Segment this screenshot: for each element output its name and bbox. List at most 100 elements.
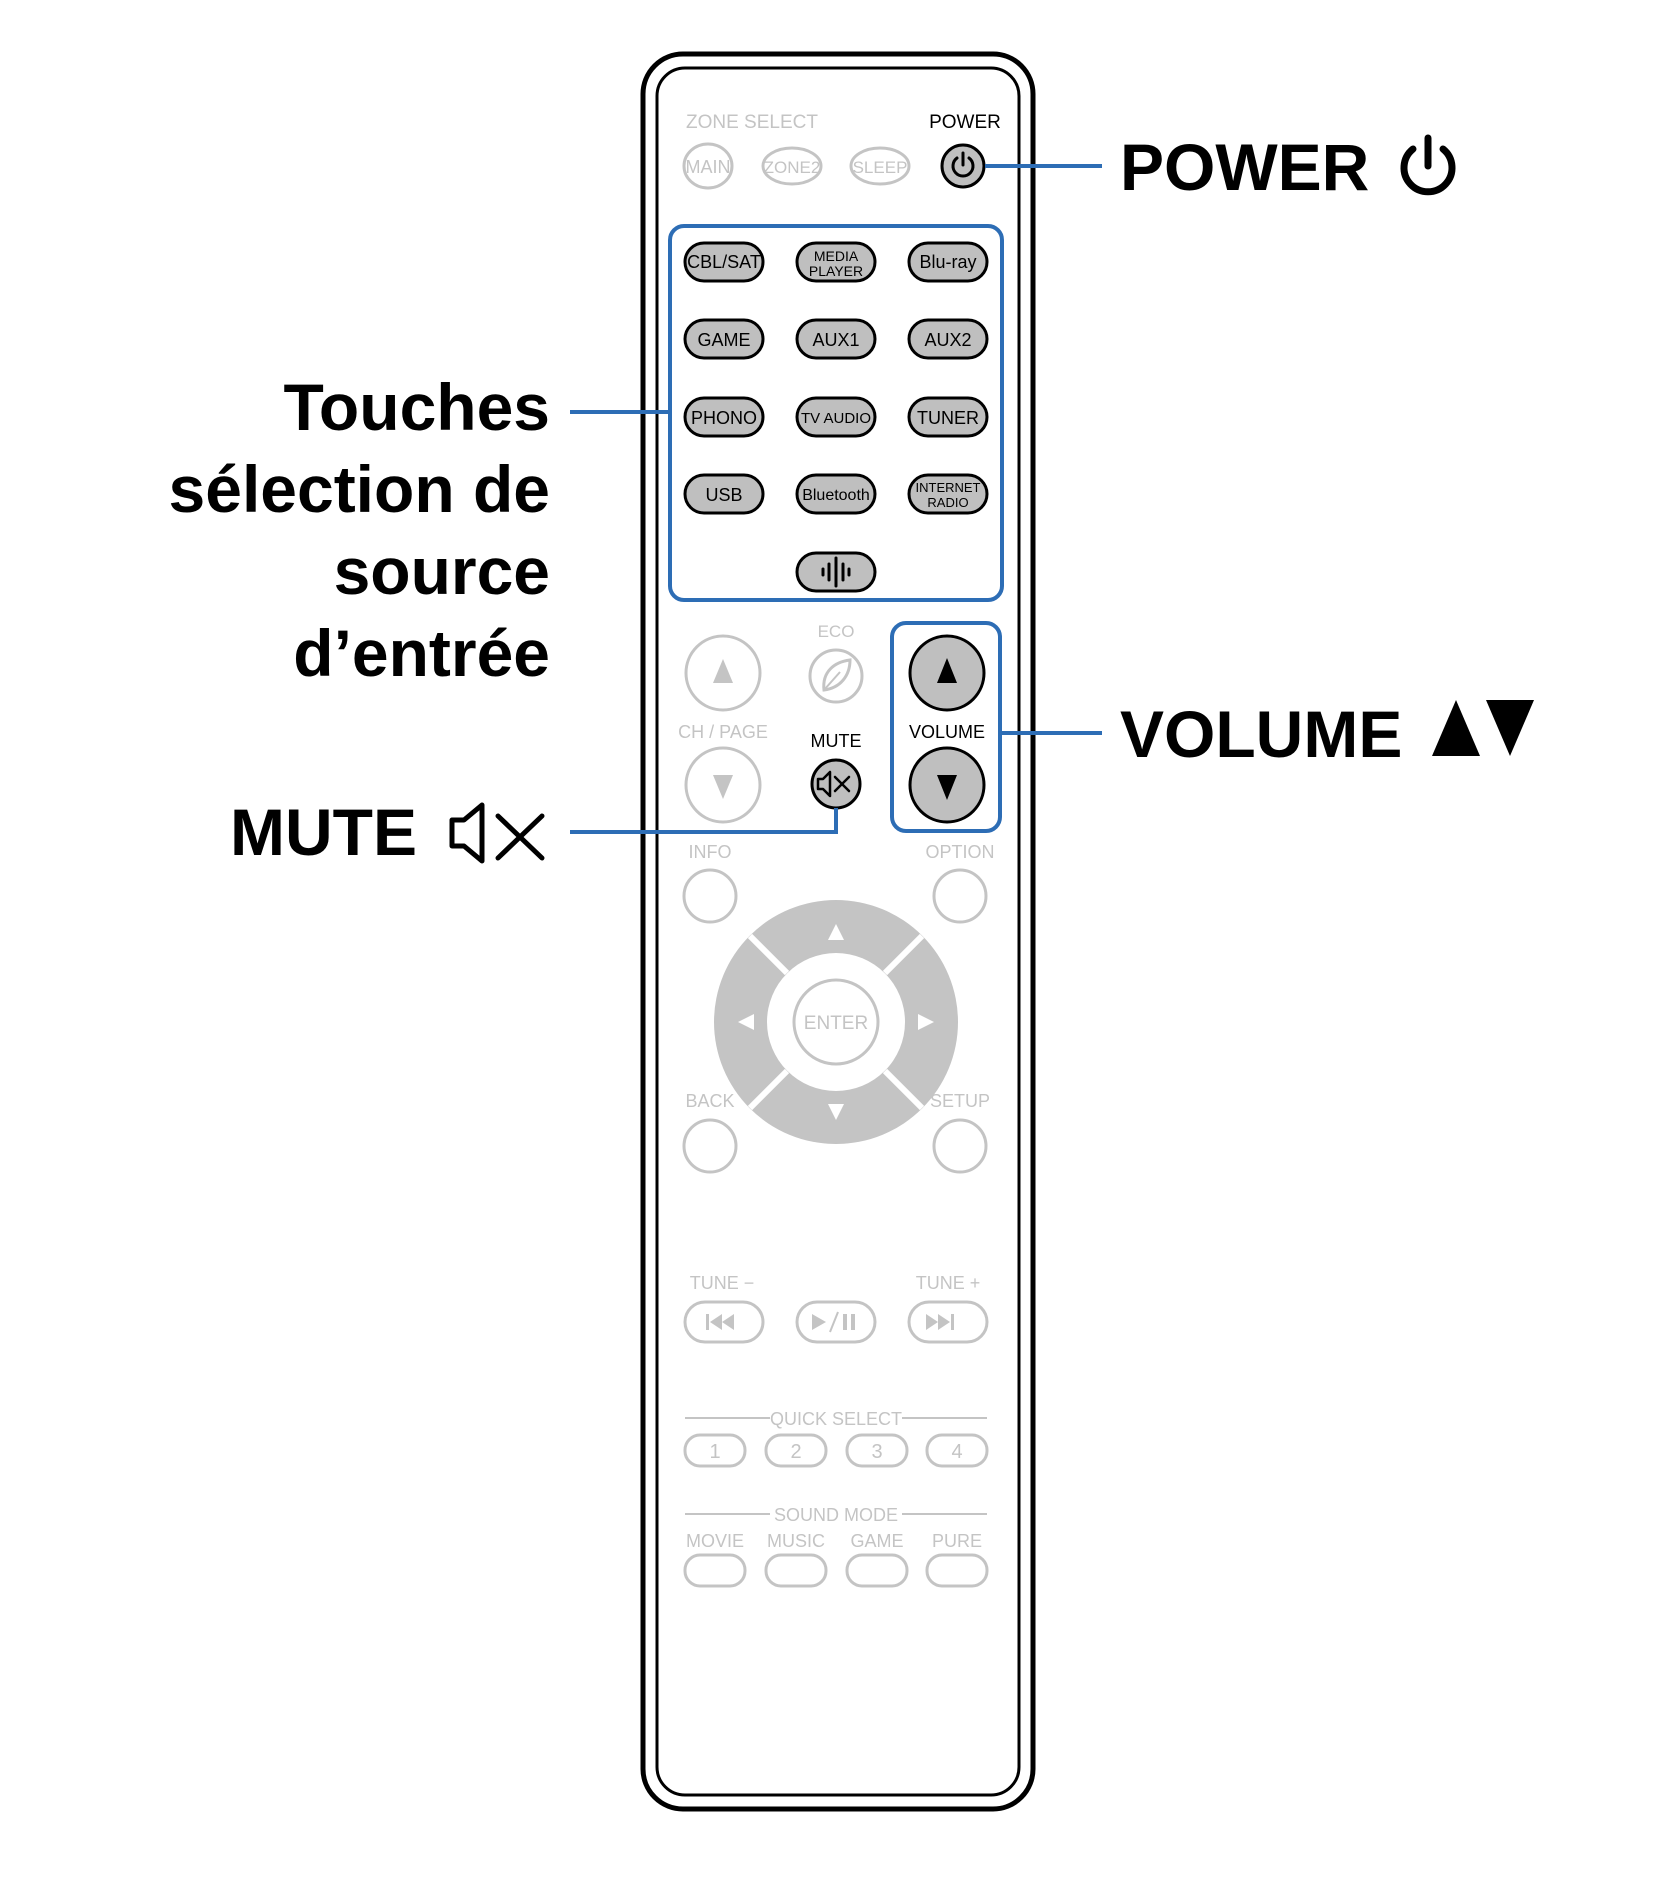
skip-forward-button[interactable] bbox=[907, 1300, 989, 1344]
phono-button[interactable]: PHONO bbox=[683, 396, 765, 438]
play-pause-button[interactable] bbox=[795, 1300, 877, 1344]
quick-select-3-label: 3 bbox=[871, 1441, 882, 1463]
power-label: POWER bbox=[929, 112, 1001, 133]
option-button[interactable] bbox=[932, 868, 988, 924]
leaf-icon bbox=[822, 658, 852, 692]
aux1-button[interactable]: AUX1 bbox=[795, 318, 877, 360]
zone2-label: ZONE2 bbox=[764, 158, 821, 177]
triangle-up-icon bbox=[713, 659, 733, 683]
movie-button[interactable] bbox=[683, 1553, 747, 1588]
movie-label: MOVIE bbox=[686, 1531, 744, 1551]
triangle-down-icon bbox=[937, 775, 957, 800]
game-mode-label: GAME bbox=[850, 1531, 903, 1551]
game-input-label: GAME bbox=[697, 330, 750, 350]
quick-select-1-label: 1 bbox=[709, 1441, 720, 1463]
skip-back-button[interactable] bbox=[683, 1300, 765, 1344]
quick-select-label: QUICK SELECT bbox=[770, 1409, 902, 1429]
bluetooth-label: Bluetooth bbox=[802, 487, 870, 504]
game-input-button[interactable]: GAME bbox=[683, 318, 765, 360]
quick-select-2-label: 2 bbox=[790, 1441, 801, 1463]
volume-down-callout-icon bbox=[1486, 700, 1534, 756]
setup-button[interactable] bbox=[932, 1118, 988, 1174]
sound-mode-label: SOUND MODE bbox=[774, 1505, 898, 1525]
sleep-label: SLEEP bbox=[853, 158, 908, 177]
dpad-left-icon[interactable] bbox=[738, 1014, 754, 1030]
input-callout-line3: source bbox=[334, 534, 550, 608]
triangle-up-icon bbox=[937, 658, 957, 683]
quick-select-3-button[interactable]: 3 bbox=[845, 1433, 909, 1468]
main-zone-button[interactable]: MAIN bbox=[682, 142, 734, 190]
aux1-label: AUX1 bbox=[812, 330, 859, 350]
quick-select-2-button[interactable]: 2 bbox=[764, 1433, 828, 1468]
volume-frame bbox=[890, 621, 1002, 833]
cbl-sat-button[interactable]: CBL/SAT bbox=[683, 241, 765, 283]
media-player-label-line2: PLAYER bbox=[809, 263, 863, 279]
volume-remote-label: VOLUME bbox=[909, 722, 985, 742]
bluetooth-button[interactable]: Bluetooth bbox=[795, 473, 877, 515]
dpad-right-icon[interactable] bbox=[918, 1014, 934, 1030]
speaker-mute-icon bbox=[816, 770, 851, 798]
skip-forward-icon bbox=[926, 1314, 954, 1330]
mute-leader-line bbox=[570, 808, 838, 834]
dpad-down-icon[interactable] bbox=[828, 1104, 844, 1120]
bluray-label: Blu-ray bbox=[919, 252, 976, 272]
skip-back-icon bbox=[706, 1314, 734, 1330]
quick-select-4-button[interactable]: 4 bbox=[925, 1433, 989, 1468]
main-zone-label: MAIN bbox=[686, 157, 731, 177]
option-label: OPTION bbox=[925, 842, 994, 862]
phono-label: PHONO bbox=[691, 408, 757, 428]
volume-up-callout-icon bbox=[1432, 700, 1480, 756]
media-player-button[interactable]: MEDIA PLAYER bbox=[795, 241, 877, 283]
tv-audio-button[interactable]: TV AUDIO bbox=[795, 396, 877, 438]
pure-label: PURE bbox=[932, 1531, 982, 1551]
power-callout-icon bbox=[1400, 134, 1456, 196]
usb-label: USB bbox=[705, 485, 742, 505]
quick-select-1-button[interactable]: 1 bbox=[683, 1433, 747, 1468]
volume-down-button[interactable] bbox=[908, 746, 986, 824]
waveform-icon bbox=[821, 556, 851, 588]
aux2-button[interactable]: AUX2 bbox=[907, 318, 989, 360]
ch-page-label: CH / PAGE bbox=[678, 722, 768, 742]
bluray-button[interactable]: Blu-ray bbox=[907, 241, 989, 283]
zone2-button[interactable]: ZONE2 bbox=[761, 146, 823, 186]
mute-button[interactable] bbox=[810, 758, 862, 810]
play-pause-icon bbox=[812, 1311, 855, 1333]
volume-callout: VOLUME bbox=[1120, 697, 1402, 771]
internet-radio-button[interactable]: INTERNET RADIO bbox=[907, 473, 989, 515]
game-mode-button[interactable] bbox=[845, 1553, 909, 1588]
aux2-label: AUX2 bbox=[924, 330, 971, 350]
internet-radio-label-line2: RADIO bbox=[927, 495, 968, 510]
back-label: BACK bbox=[685, 1091, 734, 1111]
volume-up-button[interactable] bbox=[908, 634, 986, 712]
zone-select-label: ZONE SELECT bbox=[686, 112, 818, 133]
music-button[interactable] bbox=[764, 1553, 828, 1588]
input-callout-line4: d’entrée bbox=[293, 616, 550, 690]
quick-select-4-label: 4 bbox=[951, 1441, 962, 1463]
tune-plus-label: TUNE + bbox=[916, 1273, 981, 1293]
mute-remote-label: MUTE bbox=[811, 731, 862, 751]
tv-audio-label: TV AUDIO bbox=[801, 410, 871, 427]
eco-label: ECO bbox=[818, 622, 855, 641]
dpad-up-icon[interactable] bbox=[828, 924, 844, 940]
sleep-button[interactable]: SLEEP bbox=[849, 146, 911, 186]
pure-button[interactable] bbox=[925, 1553, 989, 1588]
mute-callout-icon bbox=[449, 802, 545, 864]
ch-page-up-button[interactable] bbox=[684, 634, 762, 712]
tuner-button[interactable]: TUNER bbox=[907, 396, 989, 438]
ch-page-down-button[interactable] bbox=[684, 746, 762, 824]
back-button[interactable] bbox=[682, 1118, 738, 1174]
music-label: MUSIC bbox=[767, 1531, 825, 1551]
info-button[interactable] bbox=[682, 868, 738, 924]
heos-button[interactable] bbox=[795, 551, 877, 593]
triangle-down-icon bbox=[713, 775, 733, 799]
power-icon bbox=[951, 151, 975, 178]
usb-button[interactable]: USB bbox=[683, 473, 765, 515]
media-player-label-line1: MEDIA bbox=[814, 248, 859, 264]
eco-button[interactable] bbox=[808, 648, 864, 704]
input-callout-line2: sélection de bbox=[169, 452, 550, 526]
direction-pad[interactable] bbox=[714, 900, 958, 1144]
cbl-sat-label: CBL/SAT bbox=[687, 252, 761, 272]
power-button[interactable] bbox=[940, 143, 986, 189]
enter-label[interactable]: ENTER bbox=[804, 1013, 868, 1034]
